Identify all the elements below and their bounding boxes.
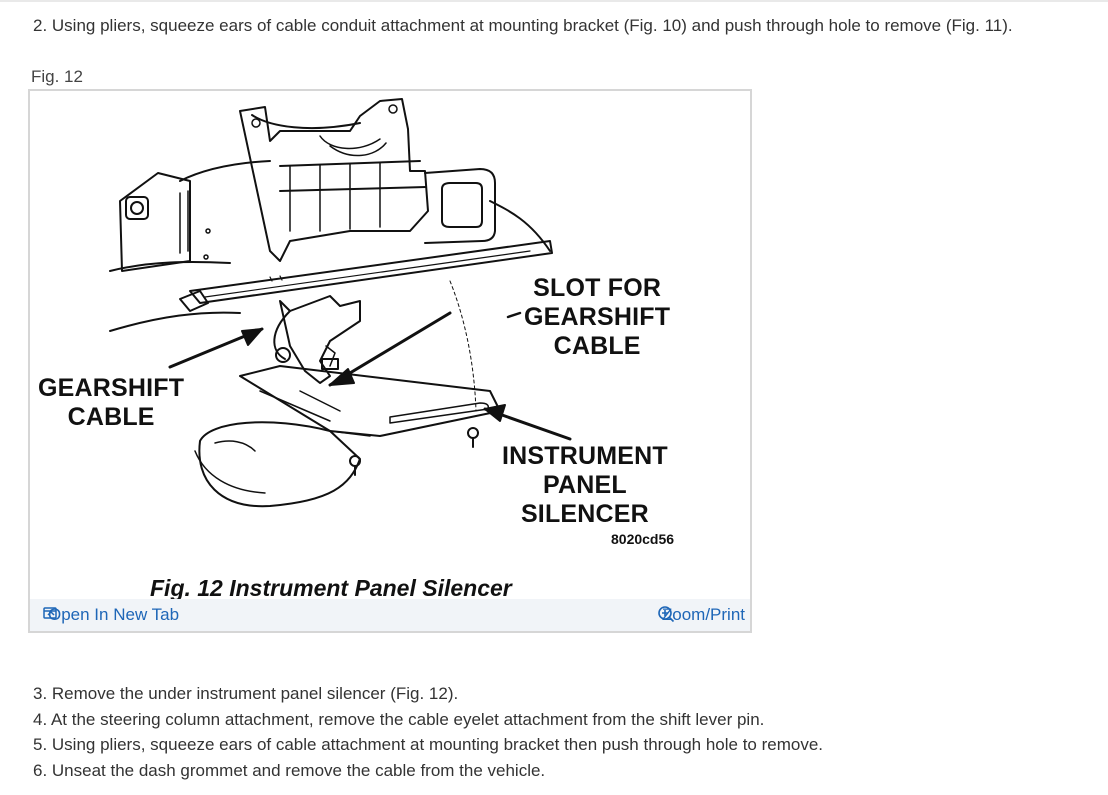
slot-callout: SLOT FOR GEARSHIFT CABLE: [524, 274, 671, 360]
silencer-callout: INSTRUMENT PANEL SILENCER: [502, 442, 668, 528]
instruction-step-4: 4. At the steering column attachment, re…: [33, 709, 765, 729]
figure-toolbar: Open In New Tab Zoom/Print: [30, 599, 750, 631]
instruction-step-3: 3. Remove the under instrument panel sil…: [33, 684, 459, 703]
figure-code: 8020cd56: [611, 531, 675, 547]
gearshift-cable-callout: GEARSHIFT CABLE: [38, 374, 185, 431]
figure-label: Fig. 12: [31, 67, 83, 86]
instruction-step-2: 2. Using pliers, squeeze ears of cable c…: [33, 16, 1013, 35]
open-in-new-tab-link[interactable]: Open In New Tab: [43, 605, 179, 625]
instruction-step-5: 5. Using pliers, squeeze ears of cable a…: [33, 735, 824, 754]
open-in-new-tab-label: Open In New Tab: [48, 605, 180, 624]
zoom-print-link[interactable]: Zoom/Print: [657, 605, 745, 625]
instruction-steps: 3. Remove the under instrument panel sil…: [33, 681, 823, 783]
zoom-print-label: Zoom/Print: [661, 605, 745, 624]
figure-caption: Fig. 12 Instrument Panel Silencer: [150, 575, 512, 601]
figure-container: SLOT FOR GEARSHIFT CABLE GEARSHIFT CABLE…: [28, 89, 752, 633]
top-divider: [0, 0, 1108, 2]
instruction-step-6: 6. Unseat the dash grommet and remove th…: [33, 760, 546, 780]
line-drawing-diagram: [109, 98, 572, 508]
